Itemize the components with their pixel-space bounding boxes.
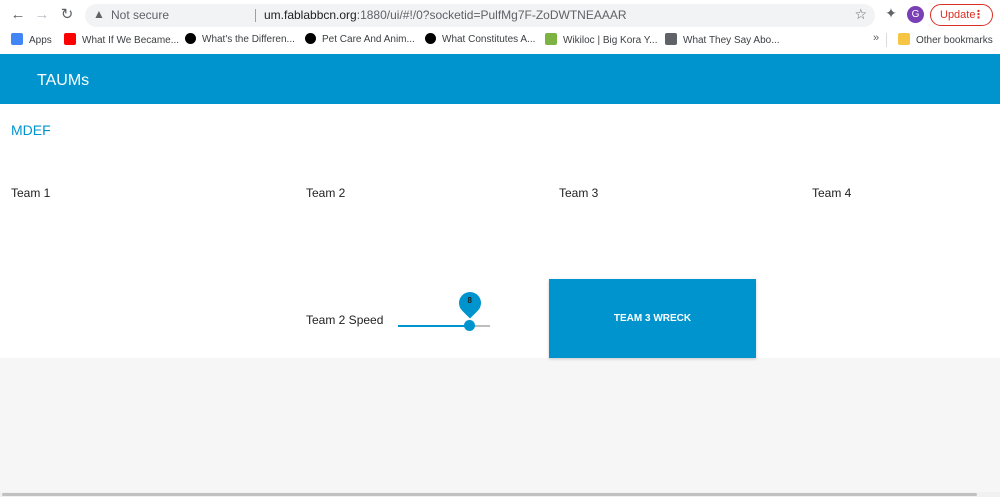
speed-slider-label: Team 2 Speed <box>306 313 384 327</box>
speed-slider-fill <box>398 325 470 327</box>
back-icon[interactable]: ← <box>10 6 26 23</box>
bookmark-item[interactable]: What's the Differen... <box>185 33 295 47</box>
speed-slider-thumb[interactable] <box>464 320 476 331</box>
bookmark-label: Pet Care And Anim... <box>322 34 415 45</box>
security-status: Not secure <box>111 8 170 22</box>
bookmark-item[interactable]: What Constitutes A... <box>425 33 535 47</box>
url-text[interactable]: um.fablabbcn.org:1880/ui/#!/0?socketid=P… <box>264 8 627 22</box>
scrollbar-thumb[interactable] <box>2 493 977 496</box>
other-bookmarks[interactable]: Other bookmarks <box>898 33 993 47</box>
bookmark-label: What They Say Abo... <box>683 35 780 46</box>
warning-icon: ▲ <box>93 7 105 21</box>
speed-slider-track[interactable] <box>398 325 490 327</box>
team-1-label: Team 1 <box>11 186 51 200</box>
bookmarks-divider <box>886 33 887 47</box>
browser-toolbar: ← → ↻ ▲ Not secure um.fablabbcn.org:1880… <box>0 0 1000 30</box>
profile-avatar[interactable]: G <box>907 6 924 23</box>
update-button[interactable]: Update⋮ <box>930 4 993 26</box>
youtube-icon <box>64 33 76 45</box>
bookmark-label: What Constitutes A... <box>442 34 536 45</box>
apps-grid-icon <box>11 33 23 45</box>
paw-icon <box>425 33 436 44</box>
update-label: Update <box>940 9 976 21</box>
bookmark-item[interactable]: What If We Became... <box>64 33 179 47</box>
bookmark-label: What If We Became... <box>82 35 180 46</box>
bookmark-label: Wikiloc | Big Kora Y... <box>563 35 658 46</box>
bookmark-label: Apps <box>29 35 52 46</box>
extensions-icon[interactable]: ✦ <box>885 5 897 21</box>
bookmarks-bar: Apps What If We Became... What's the Diffe… <box>0 30 1000 50</box>
bookmark-item[interactable]: Apps <box>11 33 52 47</box>
browser-chrome: ← → ↻ ▲ Not secure um.fablabbcn.org:1880… <box>0 0 1000 54</box>
team-4-label: Team 4 <box>812 186 852 200</box>
group-title: MDEF <box>11 122 51 138</box>
app-title: TAUMs <box>37 72 90 89</box>
team-2-label: Team 2 <box>306 186 346 200</box>
wikiloc-icon <box>545 33 557 45</box>
team-3-wreck-button[interactable]: TEAM 3 WRECK <box>549 279 756 358</box>
speed-slider-value: 8 <box>467 296 472 305</box>
horizontal-scrollbar[interactable] <box>0 492 1000 497</box>
forward-icon[interactable]: → <box>34 6 50 23</box>
bookmark-item[interactable]: Pet Care And Anim... <box>305 33 415 47</box>
url-path: :1880/ui/#!/0?socketid=PulfMg7F-ZoDWTNEA… <box>356 8 627 22</box>
folder-icon <box>898 33 910 45</box>
chart-icon <box>665 33 677 45</box>
team-3-label: Team 3 <box>559 186 599 200</box>
speed-slider-value-pin: 8 <box>454 287 486 320</box>
bookmark-star-icon[interactable]: ☆ <box>854 6 867 22</box>
app-header: TAUMs <box>0 54 1000 104</box>
address-separator <box>255 9 256 22</box>
url-host: um.fablabbcn.org <box>264 8 357 22</box>
address-bar[interactable]: ▲ Not secure um.fablabbcn.org:1880/ui/#!… <box>85 4 875 27</box>
menu-dots-icon: ⋮ <box>973 9 984 21</box>
dashboard-panel: MDEF Team 1 Team 2 Team 3 Team 4 Team 2 … <box>0 104 1000 358</box>
reload-icon[interactable]: ↻ <box>60 6 74 23</box>
bookmark-item[interactable]: Wikiloc | Big Kora Y... <box>545 33 658 47</box>
paw-icon <box>305 33 316 44</box>
paw-icon <box>185 33 196 44</box>
bookmarks-overflow-icon[interactable]: » <box>873 32 880 44</box>
bookmark-label: What's the Differen... <box>202 34 295 45</box>
other-bookmarks-label: Other bookmarks <box>916 35 993 46</box>
bookmark-item[interactable]: What They Say Abo... <box>665 33 780 47</box>
